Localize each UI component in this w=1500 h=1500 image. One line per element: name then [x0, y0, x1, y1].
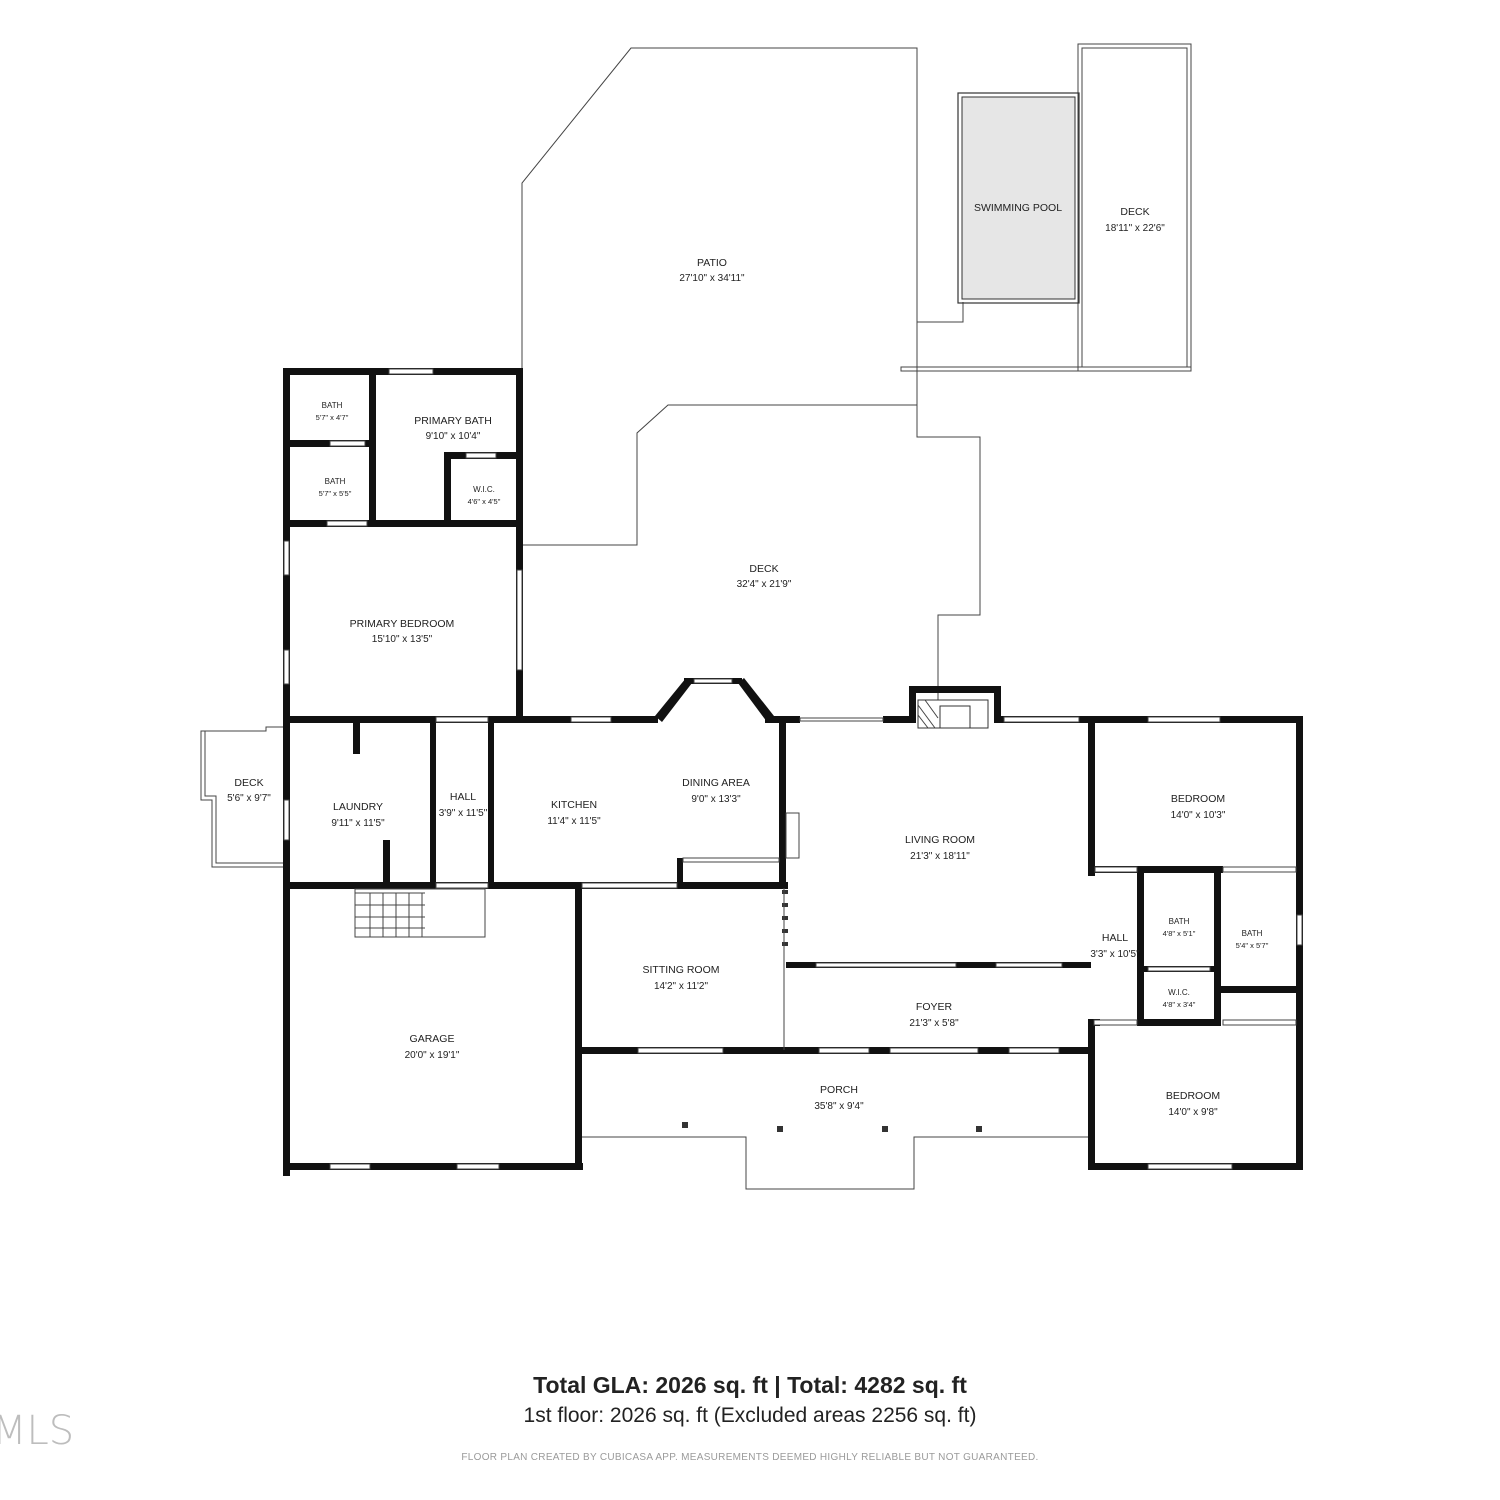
swimming-pool [957, 92, 1080, 304]
patio-name: PATIO [697, 257, 727, 269]
foyer-name: FOYER [916, 1001, 953, 1013]
windows [283, 368, 1303, 1170]
hall-a-name: HALL [450, 791, 476, 803]
dining-name: DINING AREA [682, 777, 750, 789]
porch-outline [582, 1136, 1089, 1190]
wic-b-name: W.I.C. [1168, 988, 1190, 997]
kitchen-dim: 11'4" x 11'5" [547, 816, 601, 827]
bath-d-dim: 5'4" x 5'7" [1236, 941, 1269, 950]
wic-b-dim: 4'8" x 3'4" [1163, 1000, 1196, 1009]
bedroom-b-name: BEDROOM [1166, 1090, 1220, 1102]
kitchen-name: KITCHEN [551, 799, 597, 811]
wic-a-dim: 4'6" x 4'5" [468, 497, 501, 506]
pool-name: SWIMMING POOL [974, 202, 1062, 214]
room-labels: PATIO 27'10" x 34'11" SWIMMING POOL DECK… [227, 202, 1269, 1118]
laundry-name: LAUNDRY [333, 801, 383, 813]
foyer-dim: 21'3" x 5'8" [909, 1018, 959, 1029]
deck-pool-dim: 18'11" x 22'6" [1105, 223, 1165, 234]
bath-d-name: BATH [1242, 929, 1263, 938]
garage-dim: 20'0" x 19'1" [405, 1050, 460, 1061]
bedroom-a-dim: 14'0" x 10'3" [1171, 810, 1226, 821]
sitting-dim: 14'2" x 11'2" [654, 981, 709, 992]
deck-main-dim: 32'4" x 21'9" [737, 579, 792, 590]
small-deck-outline [200, 726, 285, 868]
primary-bath-dim: 9'10" x 10'4" [426, 431, 481, 442]
bedroom-a-name: BEDROOM [1171, 793, 1225, 805]
primary-bath-name: PRIMARY BATH [414, 415, 492, 427]
sitting-name: SITTING ROOM [643, 964, 720, 976]
stairs [354, 888, 486, 938]
deck-pool-name: DECK [1120, 206, 1149, 218]
main-deck-outline [522, 404, 981, 718]
deck-main-name: DECK [749, 563, 778, 575]
bath-c-dim: 4'8" x 5'1" [1163, 929, 1196, 938]
bath-c-name: BATH [1169, 917, 1190, 926]
hall-b-name: HALL [1102, 932, 1128, 944]
wic-a-name: W.I.C. [473, 485, 495, 494]
hall-b-dim: 3'3" x 10'5" [1090, 949, 1140, 960]
disclaimer: FLOOR PLAN CREATED BY CUBICASA APP. MEAS… [461, 1452, 1039, 1463]
primary-bedroom-dim: 15'10" x 13'5" [372, 634, 433, 645]
bath-b-name: BATH [325, 477, 346, 486]
bath-a-dim: 5'7" x 4'7" [316, 413, 349, 422]
patio-outline [521, 47, 918, 405]
floor-area: 1st floor: 2026 sq. ft (Excluded areas 2… [523, 1404, 977, 1427]
living-dim: 21'3" x 18'11" [910, 851, 970, 862]
living-name: LIVING ROOM [905, 834, 975, 846]
bedroom-b-dim: 14'0" x 9'8" [1168, 1107, 1218, 1118]
pool-deck-outline [900, 43, 1192, 372]
deck-small-dim: 5'6" x 9'7" [227, 793, 271, 804]
bath-b-dim: 5'7" x 5'5" [319, 489, 352, 498]
total-area: Total GLA: 2026 sq. ft | Total: 4282 sq.… [533, 1372, 967, 1398]
fireplace-icon [917, 699, 989, 729]
porch-name: PORCH [820, 1084, 858, 1096]
patio-dim: 27'10" x 34'11" [679, 273, 745, 284]
hall-a-dim: 3'9" x 11'5" [439, 808, 488, 819]
mls-logo: MLS [0, 1408, 75, 1454]
primary-bedroom-name: PRIMARY BEDROOM [350, 618, 455, 630]
living-room-divider [782, 888, 788, 1050]
laundry-dim: 9'11" x 11'5" [331, 818, 385, 829]
garage-name: GARAGE [410, 1033, 455, 1045]
deck-small-name: DECK [234, 777, 263, 789]
dining-dim: 9'0" x 13'3" [691, 794, 741, 805]
porch-dim: 35'8" x 9'4" [814, 1101, 864, 1112]
porch-columns [682, 1122, 982, 1132]
bath-a-name: BATH [322, 401, 343, 410]
